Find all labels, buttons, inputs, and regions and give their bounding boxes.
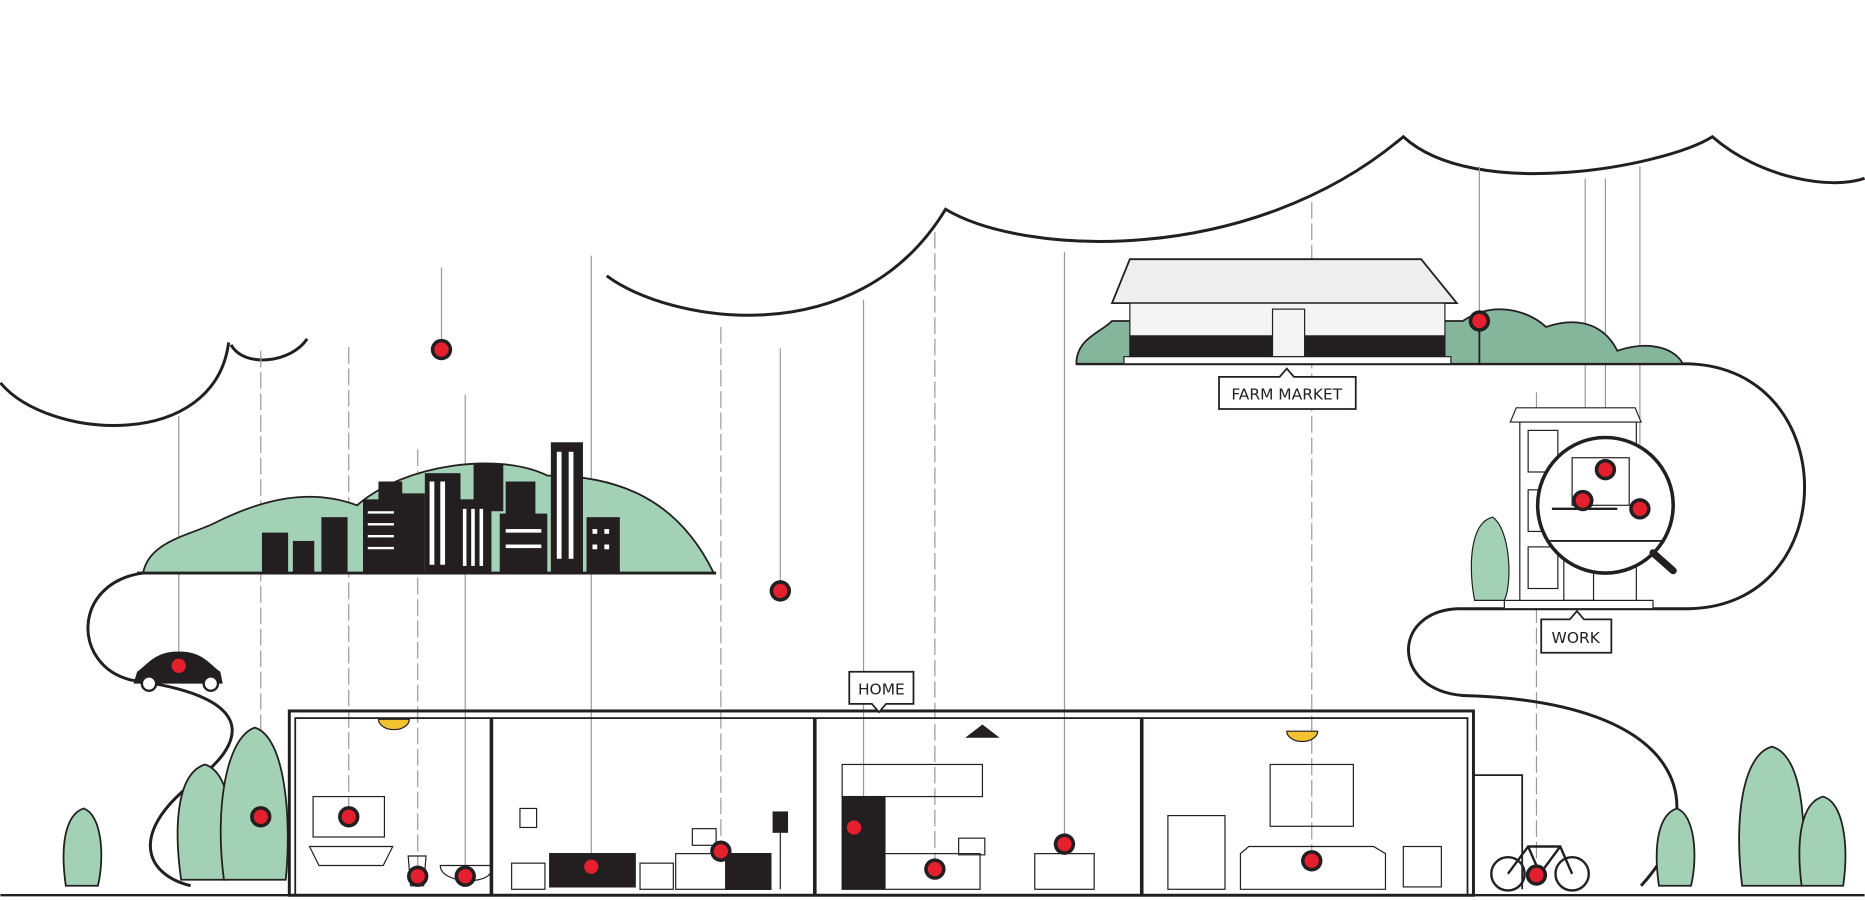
hotspot-tree[interactable] <box>250 806 272 828</box>
hotspot-city[interactable] <box>430 338 453 361</box>
road <box>86 362 1807 888</box>
hotspot-bed[interactable] <box>580 856 602 878</box>
hotspot-sky[interactable] <box>769 580 792 602</box>
hotspot-dining-table[interactable] <box>1053 833 1076 855</box>
hotspot-fridge[interactable] <box>843 816 865 839</box>
hotspot-bathtub[interactable] <box>454 865 476 887</box>
hotspot-sofa[interactable] <box>1301 850 1323 872</box>
hotspot-work-desk[interactable] <box>1572 489 1594 512</box>
trees <box>62 726 1847 887</box>
work-building <box>1470 407 1677 610</box>
hotspot-car[interactable] <box>168 655 190 677</box>
farm-market <box>1075 258 1685 365</box>
hotspots <box>168 310 1651 887</box>
hotspot-bathroom-mirror[interactable] <box>338 806 360 828</box>
hotspot-toilet[interactable] <box>407 865 429 887</box>
city <box>137 442 717 575</box>
hotspot-oven[interactable] <box>924 858 946 880</box>
hotspot-desk[interactable] <box>710 840 732 862</box>
hotspot-work-chair[interactable] <box>1629 498 1651 520</box>
hotspot-farm-market-sign[interactable] <box>1468 310 1491 332</box>
hotspot-bicycle[interactable] <box>1525 864 1548 886</box>
farm-market-text: FARM MARKET <box>1231 385 1342 403</box>
home-text: HOME <box>858 680 905 698</box>
home-label: HOME <box>848 670 915 714</box>
clouds <box>0 134 1865 427</box>
work-label: WORK <box>1540 609 1613 654</box>
work-text: WORK <box>1552 629 1601 647</box>
home-house <box>287 709 1524 897</box>
hotspot-work-window[interactable] <box>1594 458 1617 481</box>
farm-market-label: FARM MARKET <box>1218 367 1357 410</box>
bicycle <box>1490 845 1590 892</box>
